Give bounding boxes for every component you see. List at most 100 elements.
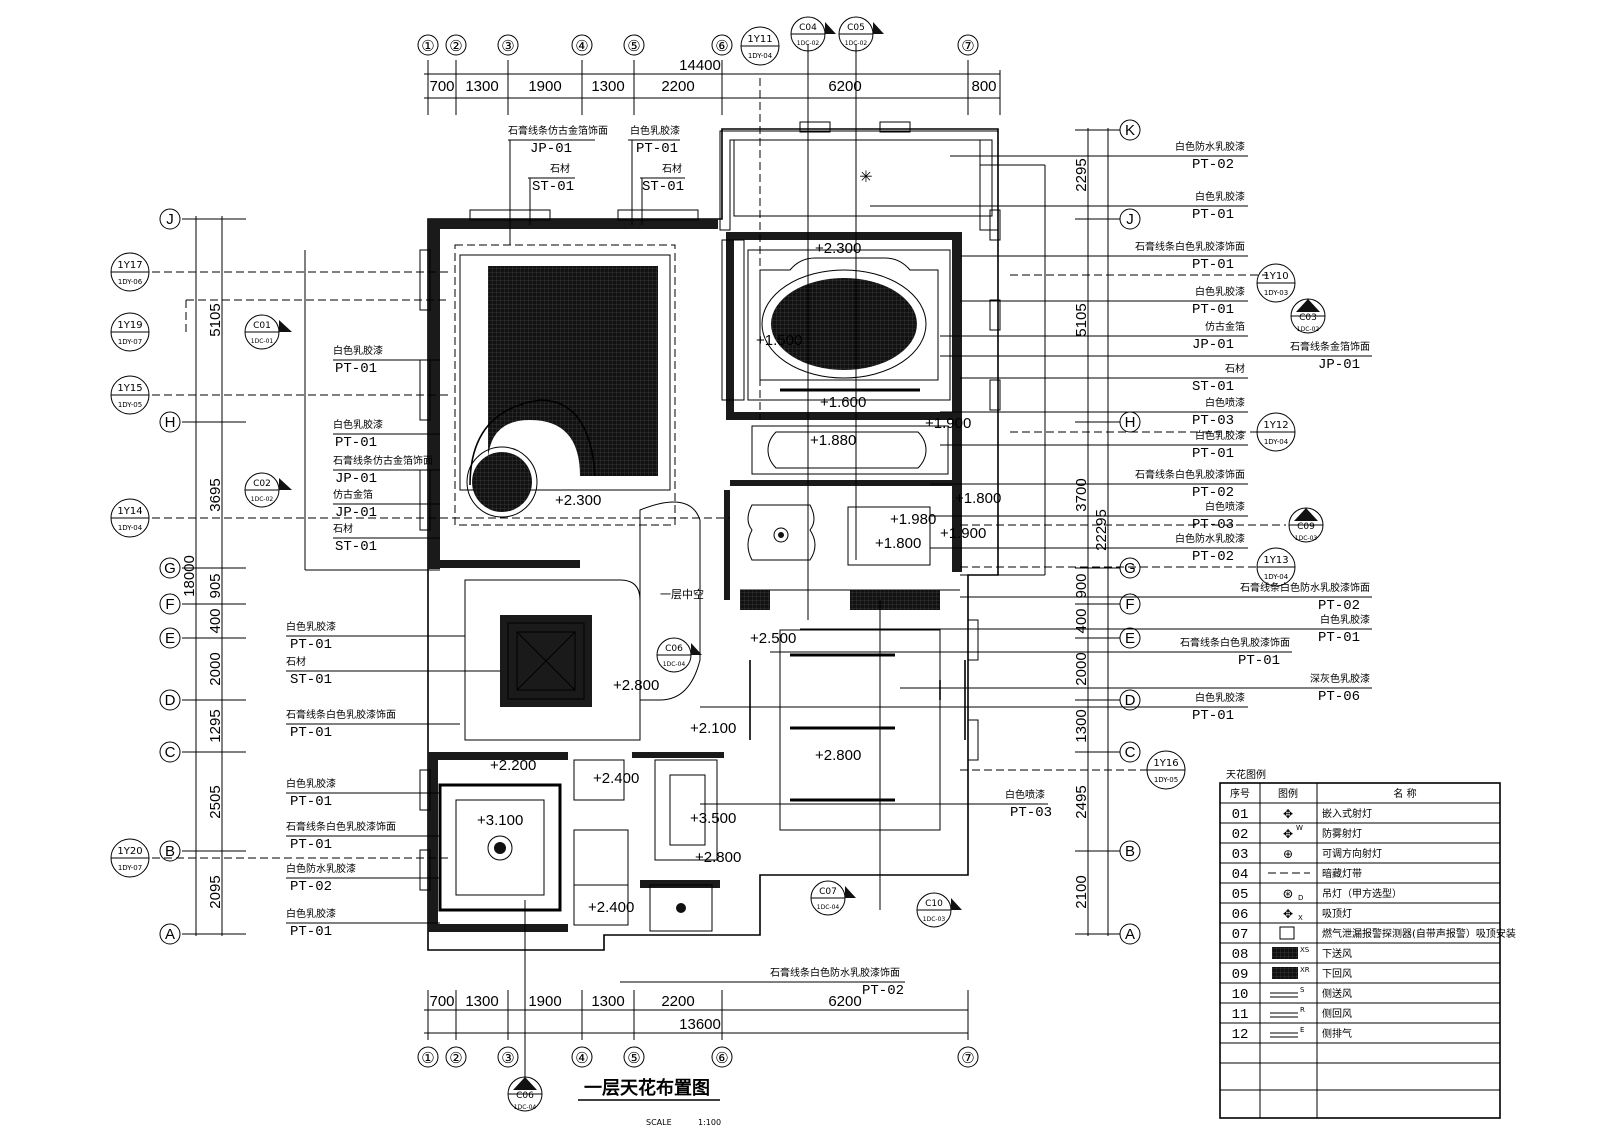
axis-bubble: C: [1119, 741, 1141, 763]
dim-segment: 2505: [207, 785, 224, 818]
level-mark: +2.200: [490, 757, 536, 774]
svg-text:F: F: [1125, 596, 1134, 613]
svg-text:1DY-04: 1DY-04: [748, 52, 773, 60]
svg-text:仿古金箔: 仿古金箔: [333, 488, 373, 501]
floor-plan: ✳ 一层中空: [152, 44, 1286, 1078]
svg-text:02: 02: [1232, 827, 1249, 843]
svg-text:R: R: [1300, 1006, 1305, 1014]
svg-text:09: 09: [1232, 967, 1249, 983]
svg-text:⑤: ⑤: [627, 1050, 640, 1067]
level-mark: +2.800: [695, 849, 741, 866]
level-mark: +1.800: [875, 535, 921, 552]
svg-text:石膏线条白色乳胶漆饰面: 石膏线条白色乳胶漆饰面: [286, 708, 396, 721]
svg-text:1DC-04: 1DC-04: [663, 661, 686, 668]
svg-text:E: E: [1300, 1026, 1304, 1034]
axis-bubble: ⑥: [711, 1046, 733, 1068]
svg-text:E: E: [1125, 630, 1135, 647]
svg-text:白色防水乳胶漆: 白色防水乳胶漆: [1175, 532, 1245, 545]
svg-text:D: D: [1298, 894, 1303, 902]
svg-text:吸顶灯: 吸顶灯: [1322, 908, 1352, 920]
svg-text:1DC-03: 1DC-03: [923, 916, 946, 923]
svg-text:1DC-03: 1DC-03: [1295, 535, 1318, 542]
svg-text:✥: ✥: [1283, 827, 1293, 841]
dim-segment: 2100: [1073, 875, 1090, 908]
axis-bubble: ②: [445, 1046, 467, 1068]
level-mark: +1.980: [890, 511, 936, 528]
svg-text:石膏线条白色乳胶漆饰面: 石膏线条白色乳胶漆饰面: [1135, 240, 1245, 253]
svg-text:01: 01: [1232, 807, 1249, 823]
wall-segment: [726, 232, 734, 412]
svg-text:白色防水乳胶漆: 白色防水乳胶漆: [286, 862, 356, 875]
svg-text:C01: C01: [253, 321, 271, 331]
legend-row: 03⊕可调方向射灯: [1232, 847, 1382, 863]
dim-segment: 1300: [591, 993, 624, 1010]
svg-text:C05: C05: [847, 23, 865, 33]
svg-text:石材: 石材: [1225, 362, 1245, 375]
svg-text:JP-01: JP-01: [335, 471, 377, 487]
wall-segment: [428, 219, 440, 569]
svg-text:白色乳胶漆: 白色乳胶漆: [1195, 429, 1245, 442]
svg-text:C: C: [165, 744, 176, 761]
svg-text:白色乳胶漆: 白色乳胶漆: [1195, 691, 1245, 704]
level-mark: +2.400: [593, 770, 639, 787]
scale-label: SCALE: [646, 1118, 672, 1127]
svg-text:A: A: [165, 926, 175, 943]
bottom-axis-bubbles: ① ② ③ ④ ⑤ ⑥ ⑦: [417, 1046, 979, 1068]
axis-bubble: ④: [571, 34, 593, 56]
svg-text:JP-01: JP-01: [335, 505, 377, 521]
right-dimension-chain: 2100 2495 1300 2000 400 900 3700 5105 22…: [1073, 128, 1120, 936]
svg-text:ST-01: ST-01: [532, 179, 574, 195]
svg-text:06: 06: [1232, 907, 1249, 923]
dim-total-right: 22295: [1093, 509, 1110, 551]
svg-text:PT-02: PT-02: [1192, 549, 1234, 565]
svg-text:1Y16: 1Y16: [1153, 758, 1178, 769]
material-note: 石膏线条白色防水乳胶漆饰面 PT-02: [620, 966, 905, 999]
svg-text:D: D: [1125, 692, 1136, 709]
svg-text:C04: C04: [799, 23, 817, 33]
wall-segment: [428, 219, 718, 229]
svg-text:PT-01: PT-01: [290, 924, 332, 940]
svg-text:1Y11: 1Y11: [747, 34, 772, 45]
svg-text:05: 05: [1232, 887, 1249, 903]
svg-text:石膏线条金箔饰面: 石膏线条金箔饰面: [1290, 340, 1370, 353]
svg-text:✥: ✥: [1283, 807, 1293, 821]
axis-bubble: ④: [571, 1046, 593, 1068]
svg-text:ST-01: ST-01: [335, 539, 377, 555]
svg-text:侧回风: 侧回风: [1322, 1007, 1352, 1020]
svg-text:白色乳胶漆: 白色乳胶漆: [1195, 285, 1245, 298]
dim-segment: 5105: [207, 303, 224, 336]
svg-text:A: A: [1125, 926, 1135, 943]
top-dimension-chain: 14400 700 1300 1900 1300 2200 6200 800: [424, 57, 1001, 115]
level-mark: +2.800: [815, 747, 861, 764]
svg-text:PT-01: PT-01: [335, 435, 377, 451]
axis-bubble: G: [1119, 557, 1141, 579]
svg-text:石膏线条白色防水乳胶漆饰面: 石膏线条白色防水乳胶漆饰面: [1240, 581, 1370, 594]
dim-segment: 6200: [828, 78, 861, 95]
svg-text:1Y19: 1Y19: [117, 320, 142, 331]
svg-text:PT-06: PT-06: [1318, 689, 1360, 705]
svg-text:石膏线条白色乳胶漆饰面: 石膏线条白色乳胶漆饰面: [1180, 636, 1290, 649]
axis-bubble: D: [159, 689, 181, 711]
svg-text:H: H: [165, 414, 176, 431]
svg-text:②: ②: [449, 38, 462, 55]
